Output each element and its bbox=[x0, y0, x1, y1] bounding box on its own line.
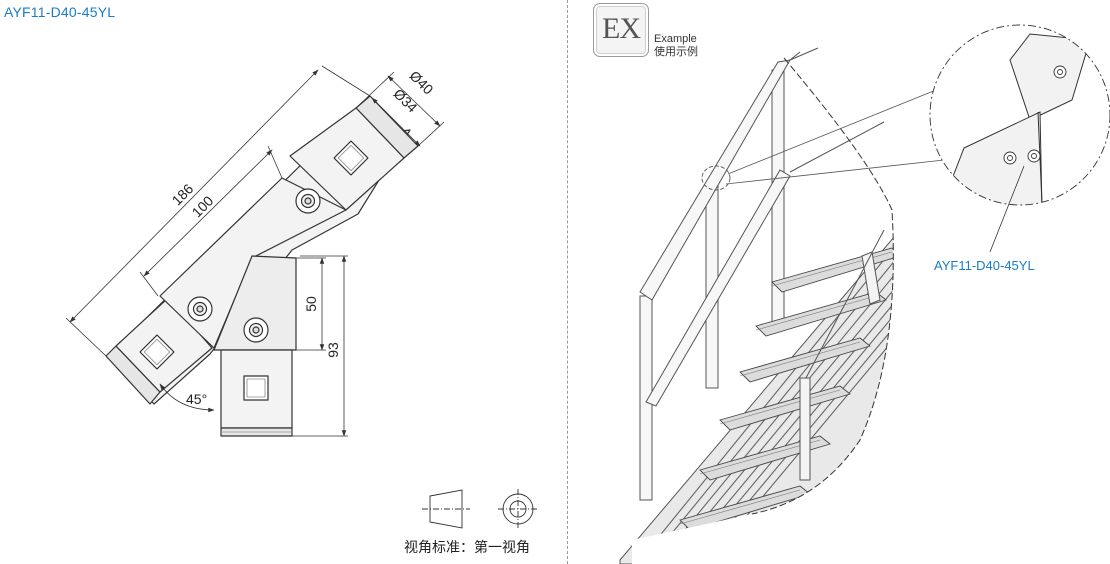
dim-outer-diameter: Ø40 bbox=[407, 67, 437, 97]
square-socket-left bbox=[139, 334, 175, 370]
example-caption-zh: 使用示例 bbox=[654, 46, 698, 58]
dim-angle: 45° bbox=[186, 391, 207, 407]
truncated-cone-icon bbox=[422, 489, 470, 529]
highlighted-joint bbox=[701, 165, 731, 191]
example-cut-edge bbox=[751, 57, 894, 515]
square-socket-top bbox=[333, 140, 369, 176]
dim-inner-diameter: Ø34 bbox=[391, 85, 421, 115]
example-caption: Example 使用示例 bbox=[654, 33, 698, 59]
stair-railing-example bbox=[619, 47, 945, 564]
concentric-circles-icon bbox=[498, 489, 538, 529]
part-code-title: AYF11-D40-45YL bbox=[4, 4, 116, 20]
sheet-divider bbox=[567, 0, 568, 564]
dim-branch-height: 50 bbox=[303, 296, 319, 312]
detail-screws bbox=[1003, 65, 1067, 165]
connector-part-drawing bbox=[105, 95, 419, 437]
example-badge: EX bbox=[593, 3, 649, 57]
example-caption-en: Example bbox=[654, 33, 697, 45]
screw-1 bbox=[295, 188, 321, 214]
detail-zoom: AYF11-D40-45YL bbox=[929, 24, 1110, 273]
example-badge-label: EX bbox=[602, 12, 641, 45]
screw-2 bbox=[187, 296, 213, 322]
callout-label: AYF11-D40-45YL bbox=[934, 258, 1035, 273]
square-socket-bottom bbox=[243, 375, 269, 401]
dim-overall-height: 93 bbox=[325, 342, 341, 358]
projection-symbol bbox=[422, 489, 538, 529]
screw-3 bbox=[243, 317, 269, 343]
dimension-lines bbox=[65, 65, 445, 437]
mid-handrail bbox=[645, 169, 791, 407]
callout-leader bbox=[989, 165, 1025, 253]
projection-note: 视角标准：第一视角 bbox=[404, 539, 530, 555]
dim-center-length: 100 bbox=[189, 192, 217, 220]
